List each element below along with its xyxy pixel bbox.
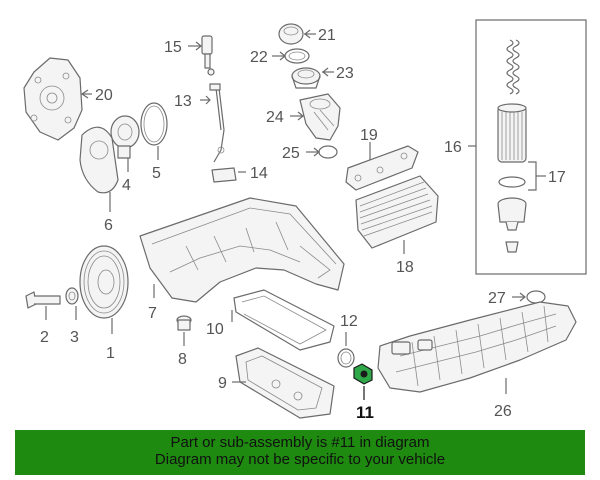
label-25: 25: [282, 145, 300, 162]
label-4: 4: [122, 177, 131, 194]
info-banner: Part or sub-assembly is #11 in diagram D…: [15, 430, 585, 475]
label-16: 16: [444, 139, 462, 156]
banner-line-disclaimer: Diagram may not be specific to your vehi…: [154, 451, 446, 468]
part-21-cap: [278, 23, 304, 45]
part-13-dipstick-tube: [209, 83, 225, 163]
part-9-lower-pan: [235, 347, 335, 419]
label-26: 26: [494, 403, 512, 420]
part-14-grommet: [211, 167, 237, 183]
label-22: 22: [250, 49, 268, 66]
part-22-seal: [284, 48, 310, 64]
part-18-oil-cooler: [355, 175, 439, 249]
part-25-ring: [318, 145, 338, 159]
banner-line-part: Part or sub-assembly is #11 in diagram: [170, 434, 430, 451]
label-9: 9: [218, 375, 227, 392]
part-11-drain-plug: [353, 363, 373, 385]
part-15-sensor: [201, 35, 215, 76]
part-23-neck: [291, 67, 321, 89]
label-6: 6: [104, 217, 113, 234]
label-8: 8: [178, 351, 187, 368]
label-12: 12: [340, 313, 358, 330]
parts-diagram: 20 6 4 5 15 13 14: [23, 19, 587, 422]
label-13: 13: [174, 93, 192, 110]
label-21: 21: [318, 27, 336, 44]
part-24-housing: [299, 93, 341, 141]
label-18: 18: [396, 259, 414, 276]
label-20: 20: [95, 87, 113, 104]
label-11: 11: [356, 403, 374, 422]
label-23: 23: [336, 65, 354, 82]
part-1-pulley: [79, 245, 129, 319]
label-15: 15: [164, 39, 182, 56]
part-12-ring: [337, 348, 355, 368]
part-27-ring: [526, 290, 546, 304]
label-7: 7: [148, 305, 157, 322]
label-17: 17: [548, 169, 566, 186]
label-19: 19: [360, 127, 378, 144]
label-3: 3: [70, 329, 79, 346]
part-5-ring: [140, 102, 168, 146]
label-2: 2: [40, 329, 49, 346]
part-3-washer: [65, 287, 79, 305]
label-24: 24: [266, 109, 284, 126]
label-10: 10: [206, 321, 224, 338]
label-14: 14: [250, 165, 268, 182]
part-6-cover: [79, 126, 119, 194]
part-26-manifold: [377, 301, 577, 393]
part-19-gasket: [345, 145, 419, 191]
part-8-plug: [176, 315, 192, 331]
part-16-group-box: [475, 19, 587, 275]
part-4-hub: [110, 115, 140, 159]
part-7-oil-pan: [139, 197, 345, 303]
part-2-bolt: [25, 291, 61, 309]
label-27: 27: [488, 290, 506, 307]
part-20-timing-cover: [23, 57, 83, 141]
part-10-gasket: [233, 289, 335, 351]
label-5: 5: [152, 165, 161, 182]
label-1: 1: [106, 345, 115, 362]
